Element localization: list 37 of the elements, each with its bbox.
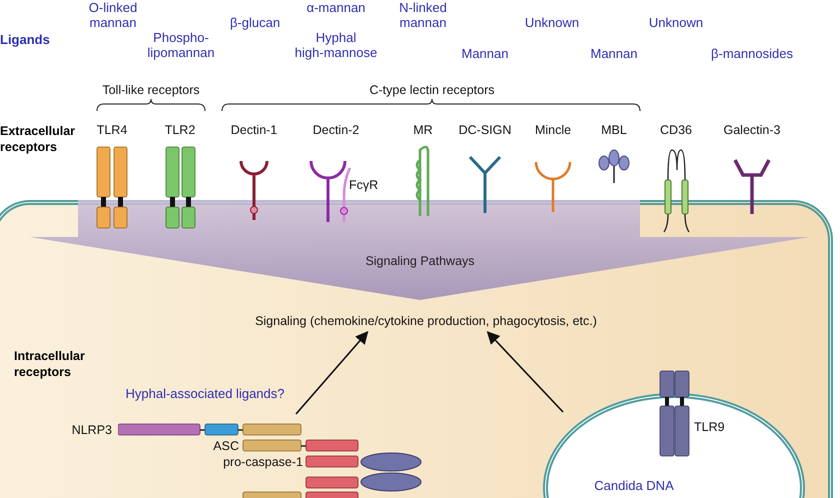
ligand-label: Unknown: [648, 15, 704, 30]
dna-label: Candida DNA: [593, 477, 675, 495]
receptor-label: FcγR: [349, 178, 380, 193]
row-heading: Ligands: [0, 32, 51, 47]
protein-label: ASC: [212, 439, 239, 454]
row-heading: Extracellular receptors: [0, 123, 76, 155]
receptor-label: MBL: [600, 123, 628, 138]
receptor-label: Dectin-1: [230, 123, 278, 138]
signaling-text: Signaling (chemokine/cytokine production, phagocytosis, etc.): [226, 312, 626, 331]
receptor-label: Galectin-3: [722, 123, 782, 138]
receptor-label: Dectin-2: [312, 123, 360, 138]
receptor-label: DC-SIGN: [458, 123, 512, 138]
ligand-label: β-glucan: [228, 15, 282, 30]
ligand-label: Mannan: [590, 46, 638, 61]
receptor-label: CD36: [659, 123, 693, 138]
receptor-label: MR: [412, 123, 434, 138]
ligand-label: Hyphal high-mannose: [294, 30, 378, 60]
receptor-label: TLR2: [164, 123, 196, 138]
ligand-label: O-linked mannan: [88, 0, 138, 30]
arrow: [295, 331, 368, 415]
group-label: Toll-like receptors: [101, 83, 201, 98]
ligand-label: Phospho-lipomannan: [146, 30, 216, 60]
receptor-label: Mincle: [534, 123, 572, 138]
row-heading: Intracellular receptors: [14, 348, 86, 380]
arrow: [486, 331, 564, 413]
ligand-label: Mannan: [460, 46, 510, 61]
ligand-label: α-mannan: [306, 0, 366, 15]
receptor-label: TLR9: [694, 420, 726, 435]
protein-label: pro-caspase-1: [222, 455, 303, 470]
receptor-label: TLR4: [96, 123, 128, 138]
pathway-label: Signaling Pathways: [364, 253, 476, 270]
protein-label: NLRP3: [70, 423, 112, 438]
ligand-label: β-mannosides: [710, 46, 794, 61]
ligand-label: Unknown: [524, 15, 580, 30]
ligand-label: N-linked mannan: [398, 0, 448, 30]
ligand-label: Hyphal-associated ligands?: [124, 386, 286, 401]
group-label: C-type lectin receptors: [368, 83, 496, 98]
